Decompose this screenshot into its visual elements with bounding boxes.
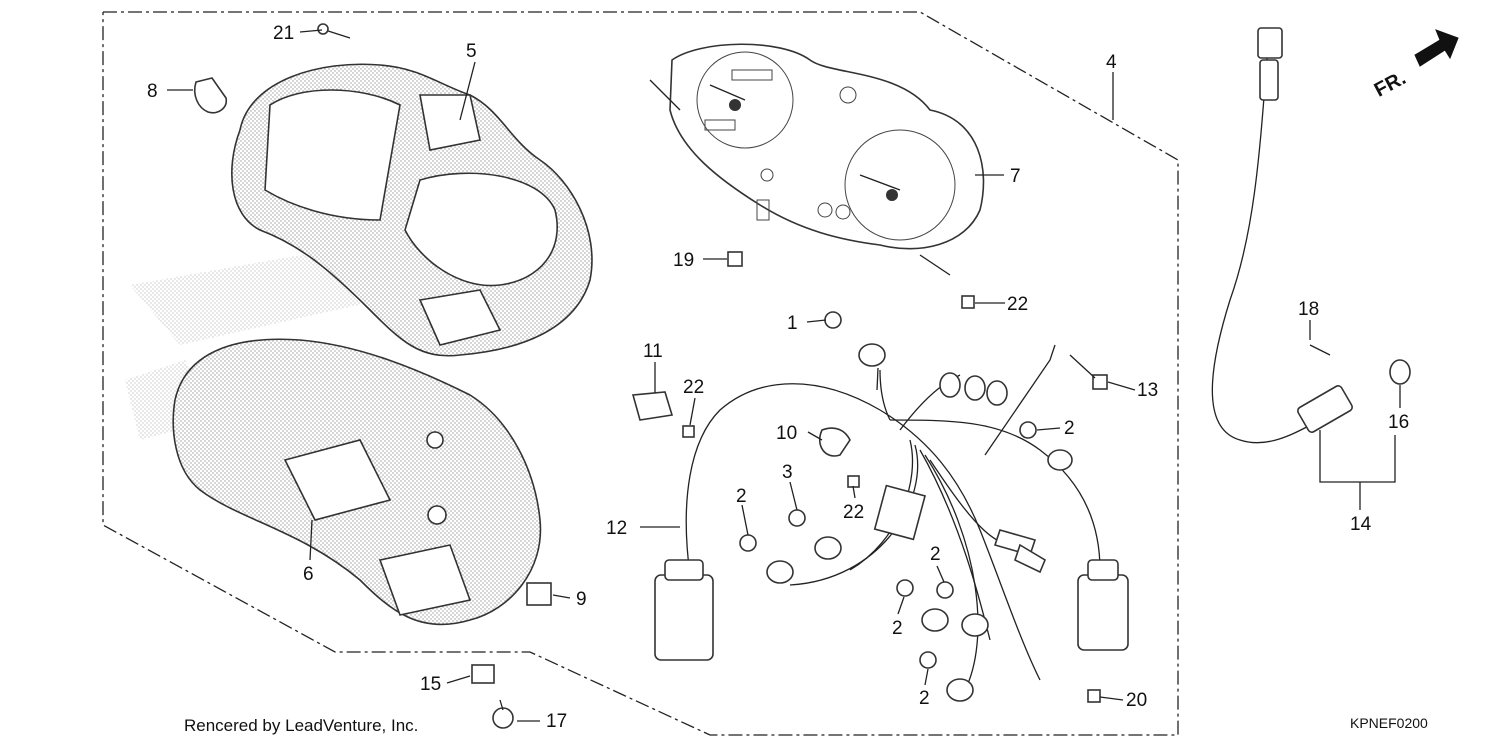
callout-6: 6 — [303, 564, 314, 585]
front-direction-label: FR. — [1371, 67, 1410, 102]
callout-8: 8 — [147, 81, 158, 102]
callout-15: 15 — [420, 674, 441, 695]
callout-2-lower: 2 — [892, 618, 903, 639]
callout-2-left: 2 — [736, 486, 747, 507]
callout-21: 21 — [273, 23, 294, 44]
callout-1: 1 — [787, 313, 798, 334]
callout-9: 9 — [576, 589, 587, 610]
callout-16: 16 — [1388, 412, 1409, 433]
callout-19: 19 — [673, 250, 694, 271]
meter-upper-case — [231, 63, 593, 357]
callout-10: 10 — [776, 423, 797, 444]
fasteners — [193, 23, 1331, 729]
callout-12: 12 — [606, 518, 627, 539]
callout-2-mid: 2 — [930, 544, 941, 565]
callout-18: 18 — [1298, 299, 1319, 320]
front-direction-arrow-icon — [1414, 29, 1459, 67]
callout-22-left: 22 — [683, 377, 704, 398]
rendered-by-credit: Rencered by LeadVenture, Inc. — [184, 716, 418, 735]
meter-lower-case — [172, 338, 542, 626]
callouts: 21 8 5 4 7 19 22 1 11 22 10 13 2 12 3 22… — [147, 23, 1409, 732]
meter-unit — [649, 43, 985, 276]
callout-3: 3 — [782, 462, 793, 483]
speedometer-cable — [1211, 27, 1411, 444]
callout-11: 11 — [643, 341, 663, 362]
callout-13: 13 — [1137, 380, 1158, 401]
callout-7: 7 — [1010, 166, 1021, 187]
wire-harness — [631, 343, 1129, 702]
callout-2-bottom: 2 — [919, 688, 930, 709]
callout-4: 4 — [1106, 52, 1117, 73]
callout-2-right: 2 — [1064, 418, 1075, 439]
callout-22-mid: 22 — [843, 502, 864, 523]
leader-lines — [167, 29, 1401, 722]
callout-5: 5 — [466, 41, 477, 62]
diagram-code: KPNEF0200 — [1350, 715, 1428, 731]
callout-17: 17 — [546, 711, 567, 732]
callout-14: 14 — [1350, 514, 1372, 535]
meter-assembly-boundary — [102, 11, 1179, 736]
callout-22-top: 22 — [1007, 294, 1028, 315]
callout-20: 20 — [1126, 690, 1147, 711]
